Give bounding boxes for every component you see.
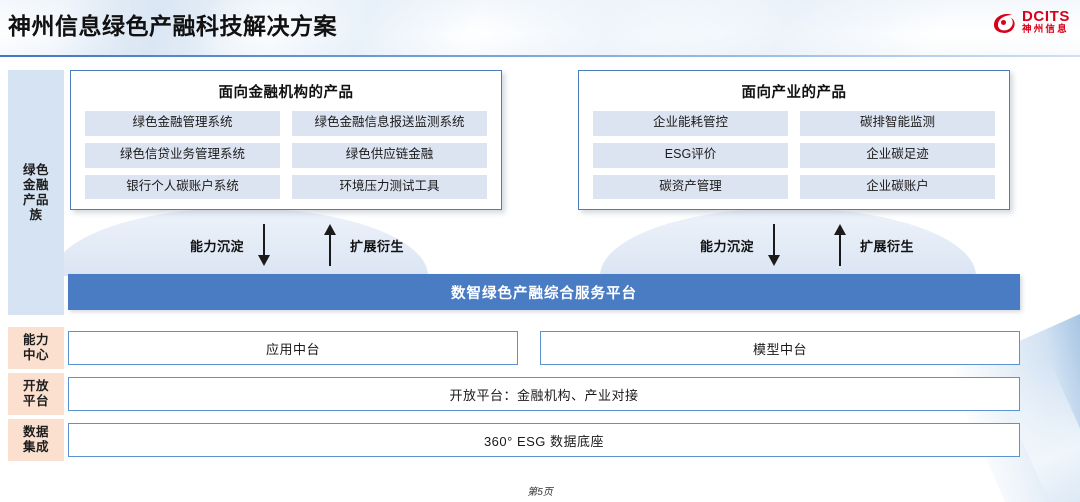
- product-item[interactable]: 绿色金融信息报送监测系统: [292, 111, 487, 136]
- product-card-financial-institutions: 面向金融机构的产品 绿色金融管理系统 绿色金融信息报送监测系统 绿色信贷业务管理…: [70, 70, 502, 210]
- product-item[interactable]: ESG评价: [593, 142, 788, 168]
- product-item[interactable]: 企业能耗管控: [593, 111, 788, 136]
- capability-box-model-midplatform[interactable]: 模型中台: [540, 331, 1020, 365]
- sidebar-item-capability-center[interactable]: 能力中心: [8, 327, 64, 369]
- page-number-footer: 第5页: [527, 487, 553, 498]
- dcits-logo: DCITS 神州信息: [991, 9, 1070, 35]
- product-item[interactable]: 绿色金融管理系统: [85, 111, 280, 136]
- arrow-up-icon: [834, 224, 847, 266]
- arrow-label-up: 扩展衍生: [350, 238, 405, 254]
- sidebar-item-open-platform[interactable]: 开放平台: [8, 373, 64, 415]
- logo-en-text: DCITS: [1022, 8, 1070, 25]
- open-platform-box[interactable]: 开放平台：金融机构、产业对接: [68, 377, 1020, 411]
- product-card-industry: 面向产业的产品 企业能耗管控 碳排智能监测 ESG评价 企业碳足迹 碳资产管理 …: [578, 70, 1010, 210]
- card-item-grid: 绿色金融管理系统 绿色金融信息报送监测系统 绿色信贷业务管理系统 绿色供应链金融…: [71, 102, 501, 211]
- row-label: 模型中台: [752, 341, 807, 357]
- dcits-swoosh-icon: [994, 13, 1015, 33]
- logo-cn-text: 神州信息: [1022, 24, 1069, 35]
- capability-box-application-midplatform[interactable]: 应用中台: [68, 331, 518, 365]
- product-item[interactable]: 碳资产管理: [593, 174, 788, 200]
- arrow-label-down: 能力沉淀: [700, 238, 755, 254]
- sidebar-item-label: 绿色金融产品族: [22, 162, 49, 222]
- platform-bar[interactable]: 数智绿色产融综合服务平台: [68, 274, 1020, 310]
- card-title: 面向产业的产品: [741, 85, 847, 101]
- arrow-down-icon: [768, 224, 781, 266]
- product-item[interactable]: 绿色供应链金融: [292, 142, 487, 168]
- arrow-down-icon: [258, 224, 271, 266]
- flow-arrows-right: 能力沉淀 扩展衍生: [700, 224, 914, 266]
- logo-wordmark: DCITS 神州信息: [1022, 9, 1070, 35]
- arrow-label-down: 能力沉淀: [190, 238, 245, 254]
- sidebar-item-label: 开放平台: [22, 379, 49, 408]
- product-item[interactable]: 环境压力测试工具: [292, 174, 487, 200]
- row-label: 开放平台：金融机构、产业对接: [449, 387, 639, 403]
- product-item[interactable]: 企业碳足迹: [800, 142, 995, 168]
- arrow-up-icon: [324, 224, 337, 266]
- product-item[interactable]: 银行个人碳账户系统: [85, 174, 280, 200]
- header-divider: [0, 55, 1080, 57]
- sidebar-item-label: 数据集成: [22, 425, 49, 454]
- row-label: 应用中台: [265, 341, 320, 357]
- arrow-label-up: 扩展衍生: [860, 238, 915, 254]
- platform-bar-label: 数智绿色产融综合服务平台: [451, 285, 637, 302]
- flow-arrows-left: 能力沉淀 扩展衍生: [190, 224, 404, 266]
- row-label: 360° ESG 数据底座: [483, 433, 605, 449]
- product-item[interactable]: 绿色信贷业务管理系统: [85, 142, 280, 168]
- card-title: 面向金融机构的产品: [218, 85, 354, 101]
- card-item-grid: 企业能耗管控 碳排智能监测 ESG评价 企业碳足迹 碳资产管理 企业碳账户: [579, 102, 1009, 211]
- product-item[interactable]: 碳排智能监测: [800, 111, 995, 136]
- sidebar-item-green-finance-products[interactable]: 绿色金融产品族: [8, 70, 64, 315]
- data-base-box[interactable]: 360° ESG 数据底座: [68, 423, 1020, 457]
- page-title: 神州信息绿色产融科技解决方案: [8, 13, 337, 39]
- sidebar-item-label: 能力中心: [22, 333, 49, 362]
- slide-header: 神州信息绿色产融科技解决方案 DCITS 神州信息: [0, 0, 1080, 57]
- sidebar-item-data-integration[interactable]: 数据集成: [8, 419, 64, 461]
- product-item[interactable]: 企业碳账户: [800, 174, 995, 200]
